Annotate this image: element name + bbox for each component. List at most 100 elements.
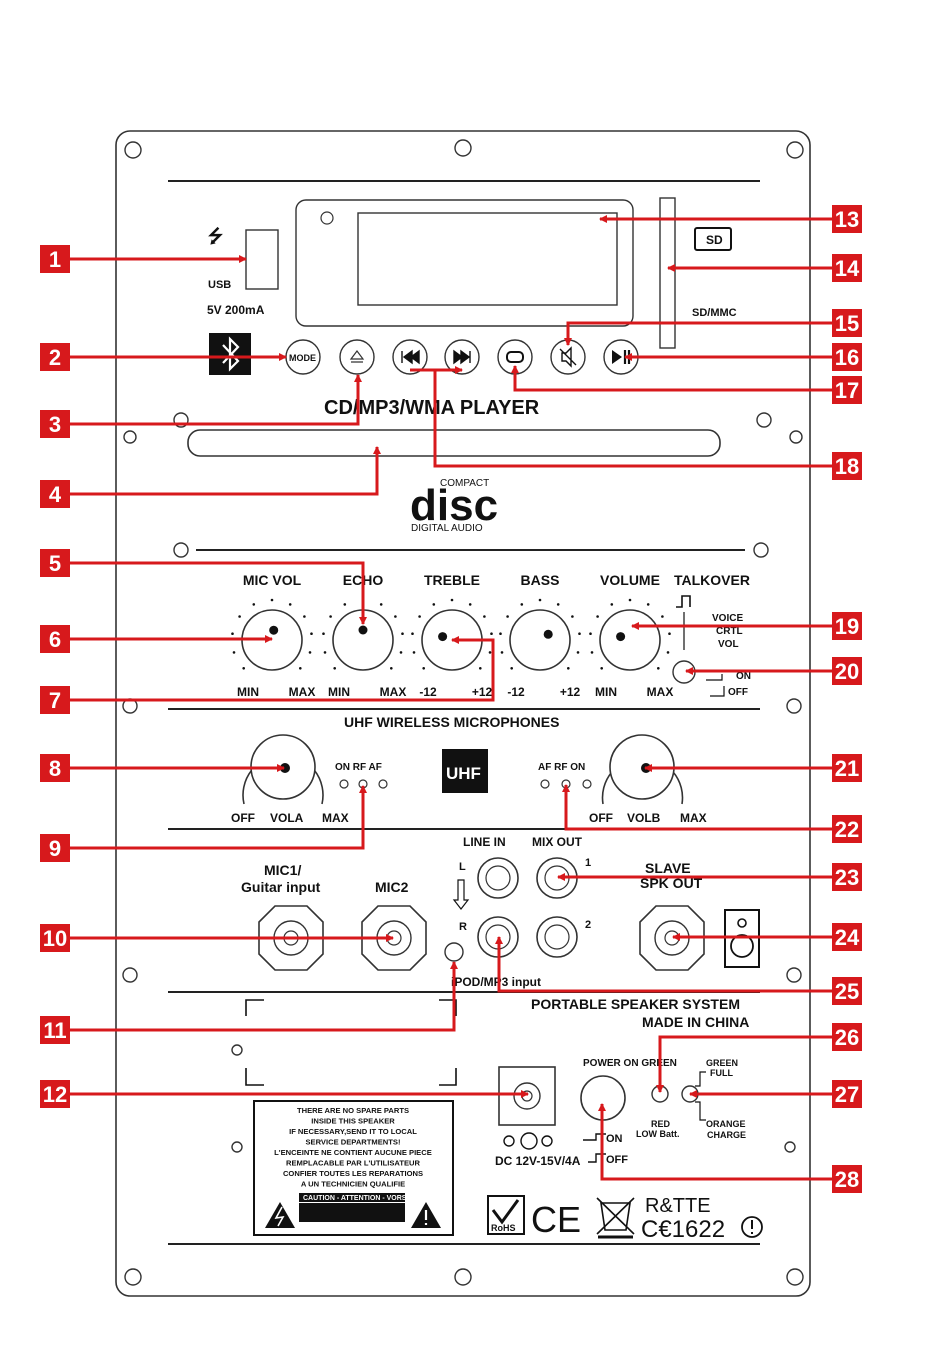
svg-text:RoHS: RoHS: [491, 1223, 516, 1233]
callout-badge-28: 28: [832, 1165, 862, 1193]
previous-icon: [401, 349, 420, 365]
vol-a-name: VOLA: [270, 811, 304, 825]
ipod-jack[interactable]: [444, 942, 464, 962]
svg-text:24: 24: [835, 925, 860, 950]
previous-button[interactable]: [392, 339, 428, 375]
svg-text:20: 20: [835, 659, 859, 684]
knob-min: MIN: [237, 685, 259, 699]
usb-port[interactable]: [245, 229, 279, 290]
eject-button[interactable]: [339, 339, 375, 375]
eject-icon: [349, 350, 365, 363]
svg-text:15: 15: [835, 311, 859, 336]
callout-badge-17: 17: [832, 376, 862, 404]
svg-text:UHF: UHF: [446, 764, 481, 783]
knob-title: MIC VOL: [243, 572, 302, 588]
talkover-voice: VOICE: [712, 613, 743, 624]
repeat-icon: [506, 351, 524, 363]
knob-title: TREBLE: [424, 572, 480, 588]
callout-badge-18: 18: [832, 452, 862, 480]
rohs-logo: RoHS: [487, 1195, 525, 1235]
bluetooth-icon: [209, 333, 251, 375]
line-in-r: R: [459, 921, 467, 933]
warning-line: THERE ARE NO SPARE PARTS: [297, 1106, 409, 1115]
talkover-title: TALKOVER: [674, 572, 750, 588]
svg-text:23: 23: [835, 865, 859, 890]
callout-badge-26: 26: [832, 1023, 862, 1051]
next-button[interactable]: [444, 339, 480, 375]
callout-badge-2: 2: [40, 343, 70, 371]
warning-line: CONFIER TOUTES LES REPARATIONS: [283, 1169, 423, 1178]
svg-text:7: 7: [49, 688, 61, 713]
leds-b-label: AF RF ON: [538, 762, 585, 773]
callout-badge-1: 1: [40, 245, 70, 273]
svg-text:5: 5: [49, 551, 61, 576]
cd-slot[interactable]: [187, 429, 721, 457]
svg-text:3: 3: [49, 412, 61, 437]
callout-badge-14: 14: [832, 254, 862, 282]
talkover-off: OFF: [728, 687, 748, 698]
mute-icon: [559, 346, 577, 368]
uhf-title: UHF WIRELESS MICROPHONES: [344, 714, 559, 730]
electric-warning-icon: [265, 1202, 295, 1228]
play-pause-button[interactable]: [603, 339, 639, 375]
callout-leader-15: [564, 321, 832, 346]
callout-badge-8: 8: [40, 754, 70, 782]
slave-label: SLAVE: [645, 860, 691, 876]
vol-b-off: OFF: [589, 811, 613, 825]
svg-text:9: 9: [49, 836, 61, 861]
callout-badge-13: 13: [832, 205, 862, 233]
callout-leader-7: [70, 636, 495, 702]
svg-text:17: 17: [835, 378, 859, 403]
knob-max: MAX: [289, 685, 316, 699]
vol-b-max: MAX: [680, 811, 707, 825]
mic2-jack[interactable]: [361, 905, 427, 971]
mic1-label: MIC1/: [264, 862, 301, 878]
warning-line: INSIDE THIS SPEAKER: [311, 1117, 395, 1126]
lcd-display: [357, 212, 618, 306]
knob-title: BASS: [521, 572, 560, 588]
callout-badge-22: 22: [832, 815, 862, 843]
knob-min: -12: [419, 685, 437, 699]
mix-out-2-jack[interactable]: [536, 916, 578, 958]
callout-badge-9: 9: [40, 834, 70, 862]
callout-leader-5: [70, 561, 367, 625]
ce-logo: CE: [531, 1199, 581, 1240]
usb-label: USB: [208, 279, 231, 291]
ipod-label: iPOD/MP3 input: [451, 975, 541, 989]
svg-text:4: 4: [49, 482, 62, 507]
next-icon: [453, 349, 471, 365]
svg-text:26: 26: [835, 1025, 859, 1050]
callout-badge-27: 27: [832, 1080, 862, 1108]
mode-button[interactable]: MODE: [285, 339, 321, 375]
power-on-label: ON: [606, 1133, 623, 1145]
line-in-arrow: [452, 879, 470, 910]
callout-leader-26: [656, 1035, 832, 1093]
callout-badge-6: 6: [40, 625, 70, 653]
power-on-green-label: POWER ON GREEN: [583, 1058, 677, 1069]
svg-text:CAUTION - ATTENTION - VORSICHT: CAUTION - ATTENTION - VORSICHT: [303, 1195, 423, 1202]
usb-icon: ⭍: [208, 226, 223, 246]
red-label: RED: [651, 1119, 671, 1129]
green-label: GREEN: [706, 1058, 738, 1068]
weee-bin-icon: [596, 1197, 635, 1239]
knob-4[interactable]: [499, 598, 581, 671]
sd-slot[interactable]: [659, 197, 676, 349]
callout-leader-9: [70, 785, 367, 850]
full-label: FULL: [710, 1068, 733, 1078]
knob-max: MAX: [647, 685, 674, 699]
callout-leader-4: [70, 446, 381, 496]
knob-min: MIN: [595, 685, 617, 699]
dc-input-jack[interactable]: [498, 1066, 556, 1126]
svg-text:DIGITAL AUDIO: DIGITAL AUDIO: [411, 523, 483, 534]
knob-max: +12: [472, 685, 493, 699]
mute-button[interactable]: [550, 339, 586, 375]
line-in-l-jack[interactable]: [477, 857, 519, 899]
svg-text:SD: SD: [706, 233, 723, 247]
alert-class-icon: [741, 1216, 763, 1238]
svg-text:25: 25: [835, 979, 859, 1004]
vol-a-off: OFF: [231, 811, 255, 825]
battery-compartment: [245, 999, 457, 1086]
callout-badge-23: 23: [832, 863, 862, 891]
system-label: PORTABLE SPEAKER SYSTEM: [531, 996, 740, 1012]
